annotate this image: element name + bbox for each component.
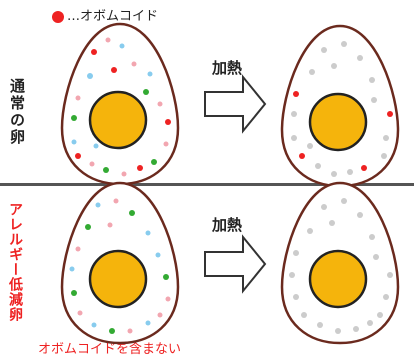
yolk [308,92,368,152]
no-ovomucoid-caption: オボムコイドを含まない [38,342,182,357]
ovomucoid-dot [75,153,81,159]
hollow-right-arrow-icon [204,234,267,294]
ovomucoid-dot [165,119,171,125]
ovomucoid-dot [299,153,305,159]
yolk [88,249,148,309]
legend-text: …オボムコイド [67,9,159,24]
ovomucoid-dot [137,165,143,171]
allergy-reduced-egg-row-label: アレルギー低減卵 [7,202,23,322]
yolk [308,249,368,309]
ovomucoid-legend-dot [52,11,64,23]
ovomucoid-dot [387,111,393,117]
ovomucoid-dot [91,49,97,55]
yolk [88,90,148,150]
normal-egg-row-label: 通常の卵 [8,78,26,146]
heated-allergy-reduced-egg [280,181,400,345]
legend: …オボムコイド [52,8,158,26]
heat-label-top: 加熱 [212,59,243,77]
hollow-right-arrow-icon [204,74,267,134]
raw-allergy-reduced-egg [60,181,180,345]
ovomucoid-dot [361,165,367,171]
ovomucoid-dot [111,67,117,73]
raw-normal-egg [60,22,180,186]
ovomucoid-dot [293,91,299,97]
heat-label-bottom: 加熱 [212,216,243,234]
row-divider [0,183,414,186]
heated-normal-egg [280,24,400,188]
